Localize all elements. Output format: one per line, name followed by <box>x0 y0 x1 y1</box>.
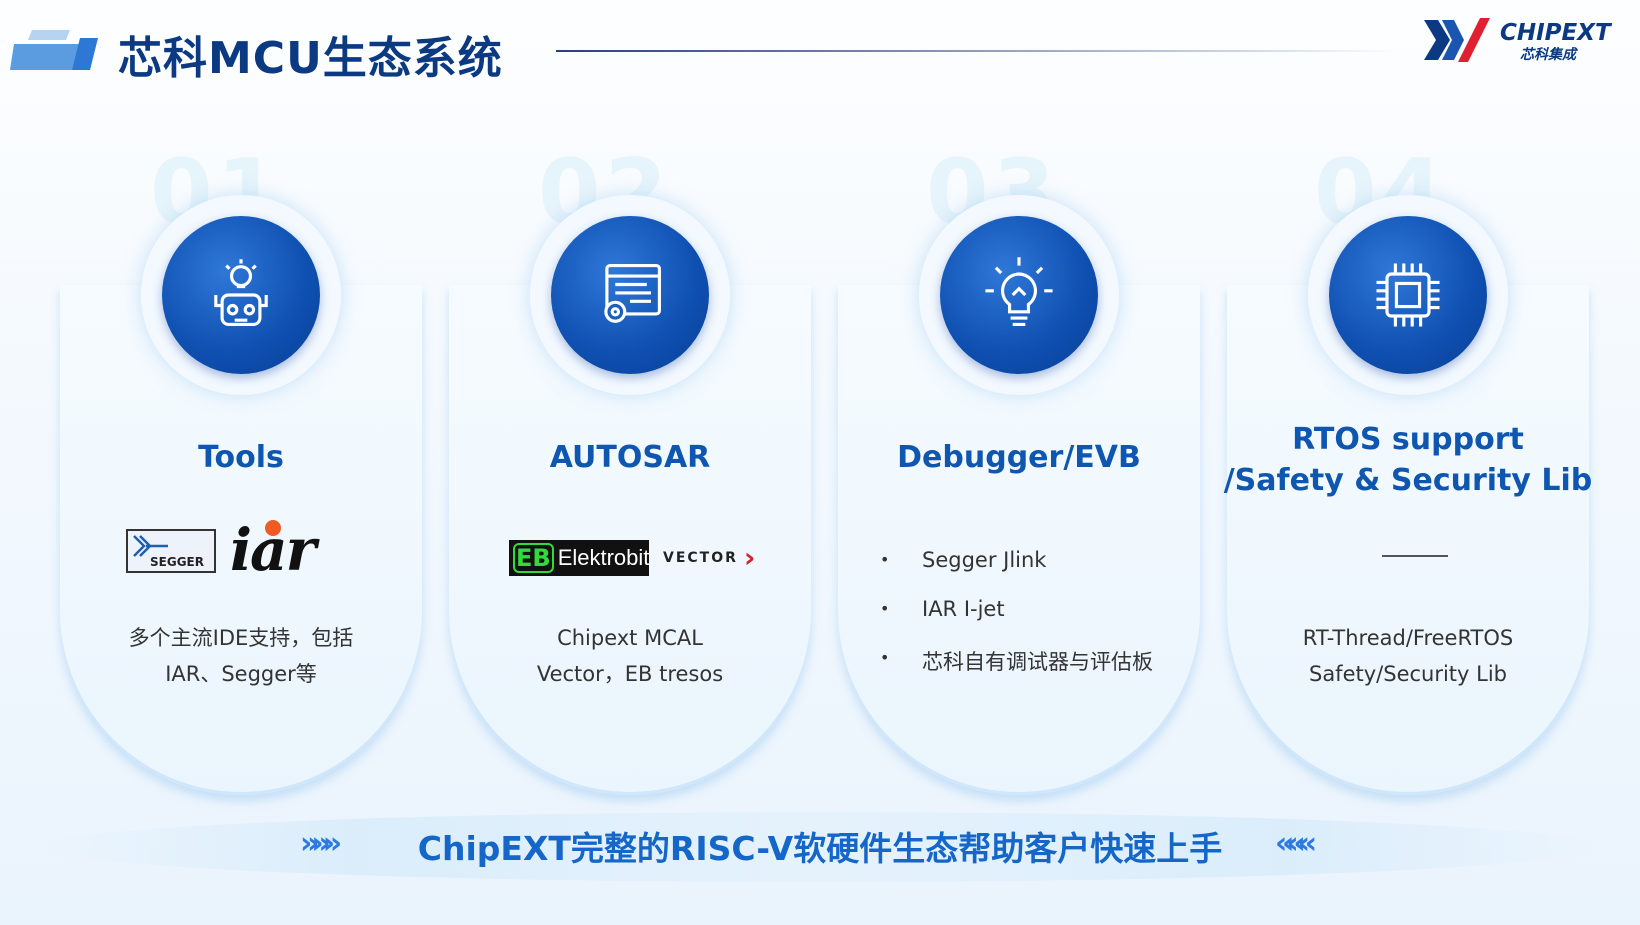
divider <box>1382 555 1448 557</box>
chevrons-left-icon: ««« <box>1275 826 1317 861</box>
banner-background <box>40 812 1600 882</box>
chip-icon <box>1329 216 1487 374</box>
list-item: IAR I-jet <box>880 597 1153 646</box>
card-title-autosar: AUTOSAR <box>549 440 711 475</box>
elektrobit-text: Elektrobit <box>557 545 650 570</box>
segger-chevron-icon <box>133 535 168 557</box>
chipext-logo-mark-icon <box>1424 18 1490 62</box>
segger-logo-text: SEGGER <box>150 555 204 569</box>
desc-line: IAR、Segger等 <box>165 662 317 686</box>
banner-text: ChipEXT完整的RISC-V软硬件生态帮助客户快速上手 <box>417 829 1223 868</box>
card-title-debugger: Debugger/EVB <box>897 440 1141 475</box>
logo-text-cn: 芯科集成 <box>1520 47 1576 63</box>
iar-logo-text: iar <box>230 516 316 584</box>
elektrobit-logo: EB Elektrobit <box>509 540 649 576</box>
eb-mark-icon: EB <box>513 543 554 573</box>
debugger-list: Segger Jlink IAR I-jet 芯科自有调试器与评估板 <box>880 548 1153 695</box>
desc-line: 多个主流IDE支持，包括 <box>128 626 354 650</box>
card-title-rtos-line2: /Safety & Security Lib <box>1223 463 1593 498</box>
vector-logo: VECTOR › <box>663 541 756 574</box>
header-divider <box>556 50 1396 52</box>
desc-line: Chipext MCAL <box>557 626 703 650</box>
card-desc-tools: 多个主流IDE支持，包括 IAR、Segger等 <box>41 620 441 692</box>
desc-line: Safety/Security Lib <box>1308 662 1508 686</box>
list-item: 芯科自有调试器与评估板 <box>880 646 1153 695</box>
desc-line: RT-Thread/FreeRTOS <box>1302 626 1514 650</box>
page-title: 芯科MCU生态系统 <box>118 33 503 84</box>
card-title-tools: Tools <box>198 440 284 475</box>
desc-line: Vector，EB tresos <box>536 662 724 686</box>
segger-logo: SEGGER <box>126 529 216 573</box>
vector-text: VECTOR <box>663 550 738 566</box>
vector-chevron-icon: › <box>743 541 756 574</box>
chipext-logo: CHIPEXT 芯科集成 <box>1424 18 1624 64</box>
card-desc-autosar: Chipext MCAL Vector，EB tresos <box>430 620 830 692</box>
header-decoration <box>10 30 98 70</box>
card-title-rtos-line1: RTOS support <box>1292 422 1524 457</box>
robot-bulb-icon <box>162 216 320 374</box>
lightbulb-icon <box>940 216 1098 374</box>
card-desc-rtos: RT-Thread/FreeRTOS Safety/Security Lib <box>1208 620 1608 692</box>
config-window-icon <box>551 216 709 374</box>
iar-dot-icon <box>265 520 281 536</box>
list-item: Segger Jlink <box>880 548 1153 597</box>
logo-text-en: CHIPEXT <box>1500 20 1611 46</box>
